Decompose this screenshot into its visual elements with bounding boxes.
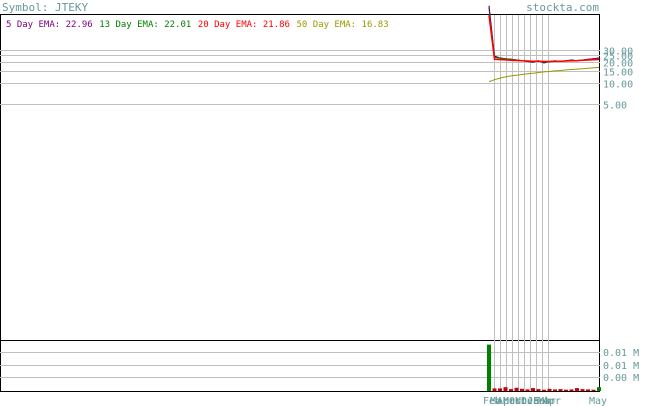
volume-tick-label: 0.00 M [603,373,639,384]
x-tick-label: Oct [509,396,527,406]
x-tick-label: Apr [497,396,515,406]
y-tick-label: 15.00 [603,68,633,79]
y-tick-label: 10.00 [603,80,633,91]
x-tick-label: Feb [533,396,551,406]
volume-bar [558,389,563,391]
volume-bar [492,388,497,391]
volume-bar [536,389,541,391]
volume-bar [580,389,585,391]
y-tick-label: 25.00 [603,52,633,63]
volume-bar [575,388,579,391]
x-tick-label: Dec [521,396,539,406]
volume-bar [525,389,530,391]
volume-bar [514,387,519,391]
legend-entry: 50 Day EMA: 16.83 [297,20,389,30]
legend-entry: 13 Day EMA: 22.01 [99,20,191,30]
series-line-50-day-ema [488,66,600,83]
volume-bar [586,389,590,391]
volume-bar [547,388,552,391]
chart-frame [0,14,600,392]
y-tick-label: 30.00 [603,47,633,58]
x-tick-label: Feb [483,396,501,406]
volume-bar [597,387,601,391]
volume-bars [487,344,601,391]
x-tick-label: Mar [503,396,521,406]
volume-bar [564,389,568,391]
y-tick-label: 5.00 [603,101,627,112]
ema-legend: 5 Day EMA: 22.96 13 Day EMA: 22.01 20 Day … [6,20,389,30]
series-line-5-day-ema [488,8,600,64]
x-tick-label: Mar [538,396,556,406]
volume-bar [498,388,502,391]
volume-tick-label: 0.01 M [603,361,639,372]
volume-bar [542,389,546,391]
x-tick-label: Apr [543,396,561,406]
x-tick-label: May [589,396,607,406]
legend-entry: 5 Day EMA: 22.96 [6,20,93,30]
volume-bar [520,388,524,391]
legend-entry: 20 Day EMA: 21.86 [198,20,290,30]
x-tick-label: Mar [490,396,508,406]
symbol-label: Symbol: JTEKY [2,1,88,14]
volume-y-axis: 0.01 M0.01 M0.00 M [603,348,639,384]
volume-gridlines [0,352,600,378]
volume-bar [569,389,574,391]
volume-bar [591,389,596,391]
volume-bar [531,388,535,391]
series-line-13-day-ema [488,13,600,63]
date-gridlines [494,15,549,391]
volume-bar [553,389,557,391]
x-tick-label: Jan [527,396,545,406]
price-gridlines [0,50,600,105]
volume-bar [487,344,491,391]
brand-label: stockta.com [526,1,599,14]
volume-bar [503,387,508,391]
series-line-20-day-ema [488,15,600,63]
volume-bar [509,389,513,391]
y-tick-label: 20.00 [603,59,633,70]
volume-tick-label: 0.01 M [603,348,639,359]
x-tick-label: Nov [515,396,533,406]
price-series [488,5,600,83]
